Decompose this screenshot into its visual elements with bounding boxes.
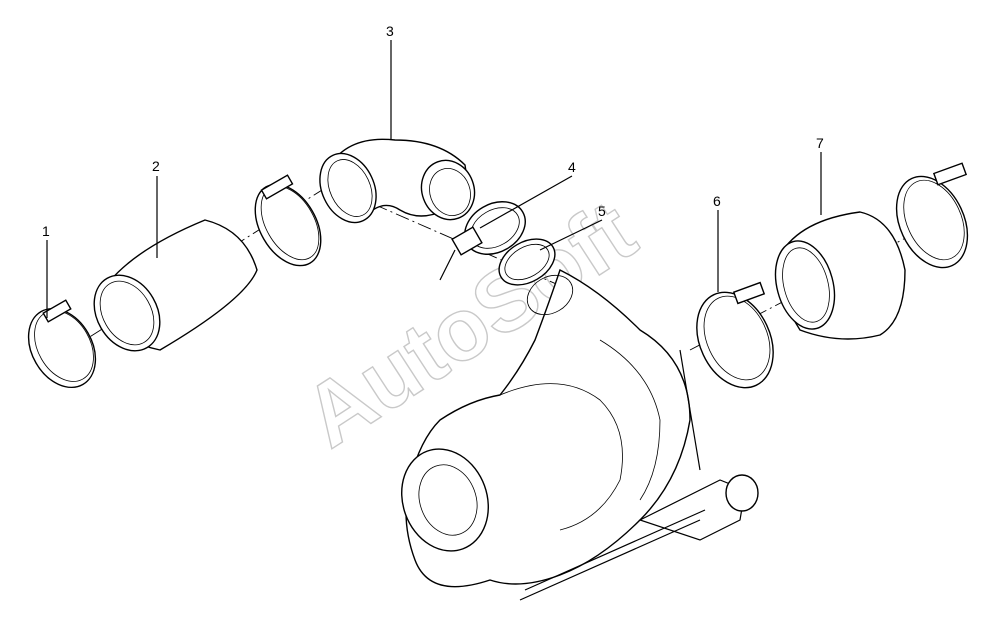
part-6-hose-clamp <box>696 281 774 389</box>
part-4-v-band-clamp <box>439 201 526 281</box>
callout-2: 2 <box>152 158 160 174</box>
callout-3: 3 <box>386 23 394 39</box>
callout-1: 1 <box>42 223 50 239</box>
part-3-elbow-pipe <box>319 138 476 224</box>
part-5-o-ring <box>498 238 556 286</box>
part-2-hose-sleeve <box>93 219 258 352</box>
callout-labels: 1 2 3 4 5 6 7 <box>42 23 824 239</box>
callout-5: 5 <box>598 203 606 219</box>
callout-6: 6 <box>713 193 721 209</box>
callout-leaders <box>46 40 822 318</box>
part-clamp-mid <box>254 174 322 267</box>
callout-4: 4 <box>568 159 576 175</box>
part-7-hose-sleeve <box>774 211 906 340</box>
callout-7: 7 <box>816 135 824 151</box>
part-1-hose-clamp <box>27 299 97 389</box>
part-end-clamp <box>895 162 969 269</box>
turbocharger <box>401 269 759 601</box>
